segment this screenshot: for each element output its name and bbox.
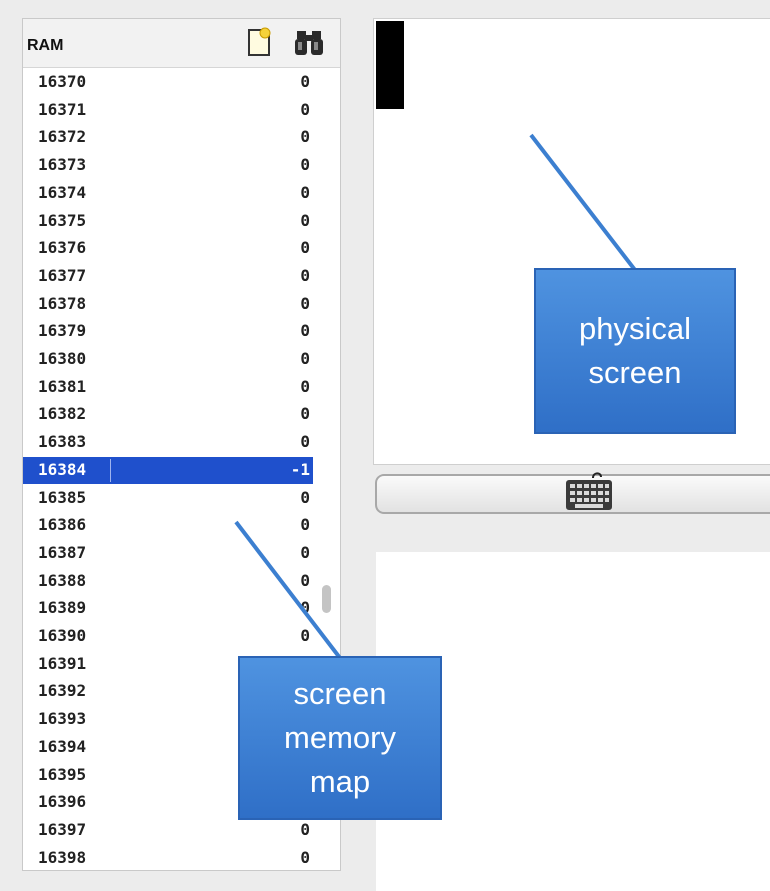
ram-row[interactable]: 16375 0	[23, 208, 313, 235]
ram-row[interactable]: 16378 0	[23, 291, 313, 318]
ram-row-divider	[110, 458, 111, 482]
ram-row-value: 0	[300, 432, 310, 452]
new-file-icon[interactable]	[245, 27, 273, 57]
ram-row[interactable]: 16387 0	[23, 540, 313, 567]
ram-row-address: 16391	[38, 653, 87, 673]
ram-row-address: 16374	[38, 182, 87, 202]
ram-row-address: 16389	[38, 598, 87, 618]
ram-row[interactable]: 16397 0	[23, 817, 313, 844]
ram-row-value: 0	[300, 570, 310, 590]
ram-row[interactable]: 16373 0	[23, 152, 313, 179]
ram-row-address: 16398	[38, 847, 87, 867]
screen-memory-map-callout: screen memory map	[238, 656, 442, 820]
ram-row-value: 0	[300, 293, 310, 313]
ram-row[interactable]: 16381 0	[23, 374, 313, 401]
keyboard-button[interactable]	[375, 472, 770, 514]
ram-row-value: 0	[300, 72, 310, 91]
ram-row-address: 16394	[38, 736, 87, 756]
ram-row-value: 0	[300, 376, 310, 396]
ram-row-value: 0	[300, 598, 310, 618]
ram-row[interactable]: 16372 0	[23, 124, 313, 151]
keyboard-icon	[563, 468, 615, 512]
ram-title: RAM	[27, 37, 64, 54]
ram-row[interactable]: 16379 0	[23, 318, 313, 345]
ram-panel: RAM 16370 0 16371 0 16372 0 16373 0 16374 0 16375 0…	[22, 18, 341, 871]
ram-row-value: 0	[300, 847, 310, 867]
ram-row-value: 0	[300, 321, 310, 341]
ram-row-address: 16383	[38, 432, 87, 452]
ram-row-address: 16375	[38, 210, 87, 230]
ram-row[interactable]: 16370 0	[23, 69, 313, 96]
ram-row-value: 0	[300, 265, 310, 285]
ram-row-value: 0	[300, 515, 310, 535]
ram-row-address: 16395	[38, 764, 87, 784]
ram-row-selected[interactable]: 16384 -1	[23, 456, 313, 484]
scrollbar-thumb[interactable]	[322, 585, 331, 613]
ram-row-address: 16397	[38, 819, 87, 839]
physical-screen-pointer	[529, 133, 637, 272]
ram-row[interactable]: 16374 0	[23, 180, 313, 207]
ram-row-address: 16377	[38, 265, 87, 285]
screen-black-pixels	[376, 21, 404, 109]
memory-map-pointer	[234, 520, 342, 660]
ram-row[interactable]: 16377 0	[23, 263, 313, 290]
ram-row-address: 16396	[38, 792, 87, 812]
ram-header: RAM	[23, 19, 340, 68]
ram-row[interactable]: 16380 0	[23, 346, 313, 373]
ram-row-value: 0	[300, 626, 310, 645]
ram-row-value: 0	[300, 182, 310, 202]
ram-row-address: 16386	[38, 515, 87, 535]
ram-row-address: 16373	[38, 155, 87, 175]
ram-row[interactable]: 16371 0	[23, 97, 313, 124]
ram-row[interactable]: 16389 0	[23, 595, 313, 622]
ram-row-address: 16388	[38, 570, 87, 590]
ram-row[interactable]: 16383 0	[23, 429, 313, 456]
binoculars-icon[interactable]	[294, 27, 323, 57]
ram-row-address: 16385	[38, 487, 87, 507]
ram-row[interactable]: 16388 0	[23, 568, 313, 595]
ram-row-address: 16380	[38, 349, 87, 368]
ram-row-value: 0	[300, 127, 310, 147]
ram-row-value: 0	[300, 210, 310, 230]
ram-row-value: 0	[300, 404, 310, 424]
ram-row-value: 0	[300, 819, 310, 839]
ram-row-value: 0	[300, 155, 310, 175]
ram-row-address: 16384	[38, 459, 87, 479]
ram-row-value: 0	[300, 542, 310, 562]
physical-screen-callout-text: physical screen	[579, 311, 691, 390]
screen-memory-map-callout-text: screen memory map	[284, 676, 396, 799]
ram-row[interactable]: 16385 0	[23, 485, 313, 512]
ram-row-value: 0	[300, 99, 310, 119]
physical-screen-callout: physical screen	[534, 268, 736, 434]
ram-row-value: 0	[300, 487, 310, 507]
ram-row-address: 16379	[38, 321, 87, 341]
ram-row[interactable]: 16390 0	[23, 623, 313, 650]
ram-row[interactable]: 16376 0	[23, 235, 313, 262]
ram-row-address: 16382	[38, 404, 87, 424]
ram-row-address: 16387	[38, 542, 87, 562]
ram-row[interactable]: 16398 0	[23, 845, 313, 872]
ram-row-value: 0	[300, 238, 310, 258]
ram-row-address: 16371	[38, 99, 87, 119]
ram-row-address: 16381	[38, 376, 87, 396]
ram-row-address: 16393	[38, 709, 87, 729]
ram-row[interactable]: 16386 0	[23, 512, 313, 539]
ram-row-address: 16378	[38, 293, 87, 313]
ram-row-address: 16372	[38, 127, 87, 147]
ram-row-address: 16376	[38, 238, 87, 258]
ram-row-value: -1	[290, 459, 310, 479]
ram-row-address: 16390	[38, 626, 87, 645]
ram-row-address: 16370	[38, 72, 87, 91]
ram-row[interactable]: 16382 0	[23, 401, 313, 428]
ram-row-address: 16392	[38, 681, 87, 701]
ram-row-value: 0	[300, 349, 310, 368]
